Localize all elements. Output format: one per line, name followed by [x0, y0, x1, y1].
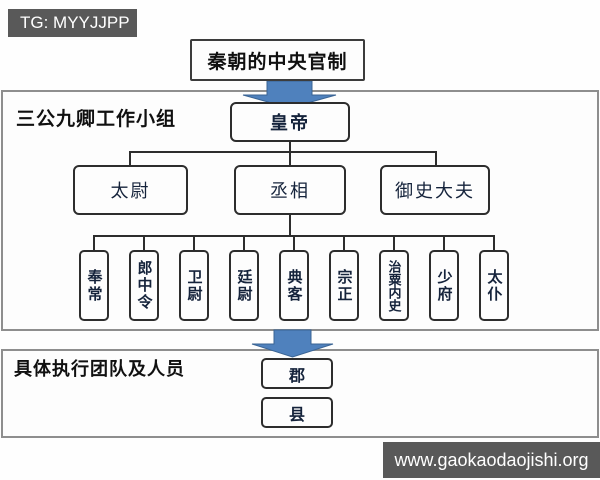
minister-box-zongzheng: 宗正 — [329, 250, 359, 321]
lord-box-yushidafu: 御史大夫 — [380, 165, 490, 215]
lord-box-taiwei: 太尉 — [73, 165, 188, 215]
minister-box-zhisuneishi: 治粟内史 — [379, 250, 409, 321]
minister-box-fengchang: 奉常 — [79, 250, 109, 321]
watermark-telegram: TG: MYYJJPP — [8, 9, 137, 37]
minister-box-langzhongling: 郎中令 — [129, 250, 159, 321]
minister-label: 太仆 — [485, 268, 503, 303]
commandery-box: 郡 — [261, 358, 333, 389]
section-label-execution-team: 具体执行团队及人员 — [14, 359, 185, 379]
chart-title: 秦朝的中央官制 — [190, 39, 365, 81]
emperor-box: 皇帝 — [230, 102, 350, 142]
lord-box-chengxiang: 丞相 — [234, 165, 346, 215]
minister-label: 郎中令 — [135, 260, 153, 311]
section-label-three-lords: 三公九卿工作小组 — [16, 109, 177, 130]
minister-box-shaofu: 少府 — [429, 250, 459, 321]
minister-label: 少府 — [435, 268, 453, 303]
minister-box-tingwei: 廷尉 — [229, 250, 259, 321]
minister-box-dianke: 典客 — [279, 250, 309, 321]
minister-label: 宗正 — [335, 268, 353, 303]
county-box: 县 — [261, 397, 333, 428]
minister-box-weiwei: 卫尉 — [179, 250, 209, 321]
minister-label: 卫尉 — [185, 268, 203, 303]
minister-label: 奉常 — [85, 268, 103, 303]
minister-label: 廷尉 — [235, 268, 253, 303]
watermark-website: www.gaokaodaojishi.org — [383, 442, 600, 478]
minister-box-taipu: 太仆 — [479, 250, 509, 321]
minister-label: 治粟内史 — [386, 259, 402, 312]
minister-label: 典客 — [285, 268, 303, 303]
